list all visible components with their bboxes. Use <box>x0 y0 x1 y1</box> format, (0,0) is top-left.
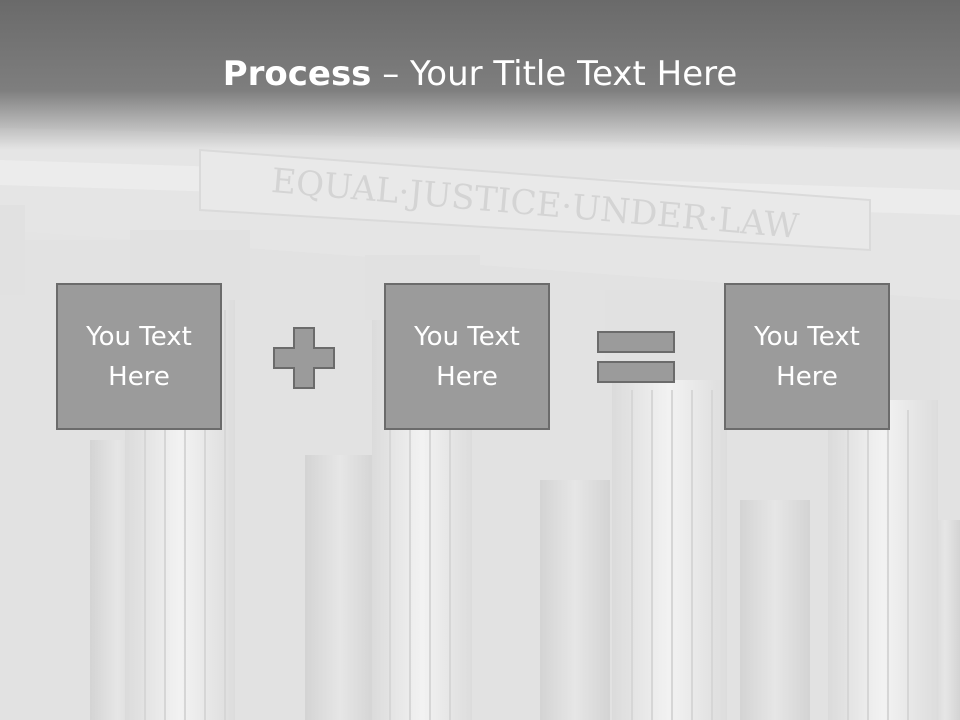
process-box-3-text: You Text Here <box>754 321 860 392</box>
process-box-1-text: You Text Here <box>86 321 192 392</box>
process-box-1[interactable]: You Text Here <box>56 283 222 430</box>
plus-icon <box>273 327 335 389</box>
title-rest: – Your Title Text Here <box>371 54 738 94</box>
equals-icon <box>597 331 675 383</box>
process-box-2-text: You Text Here <box>414 321 520 392</box>
title-bold: Process <box>222 54 372 94</box>
process-box-3[interactable]: You Text Here <box>724 283 890 430</box>
slide-title: Process – Your Title Text Here <box>0 52 960 96</box>
process-box-2[interactable]: You Text Here <box>384 283 550 430</box>
title-band <box>0 0 960 150</box>
